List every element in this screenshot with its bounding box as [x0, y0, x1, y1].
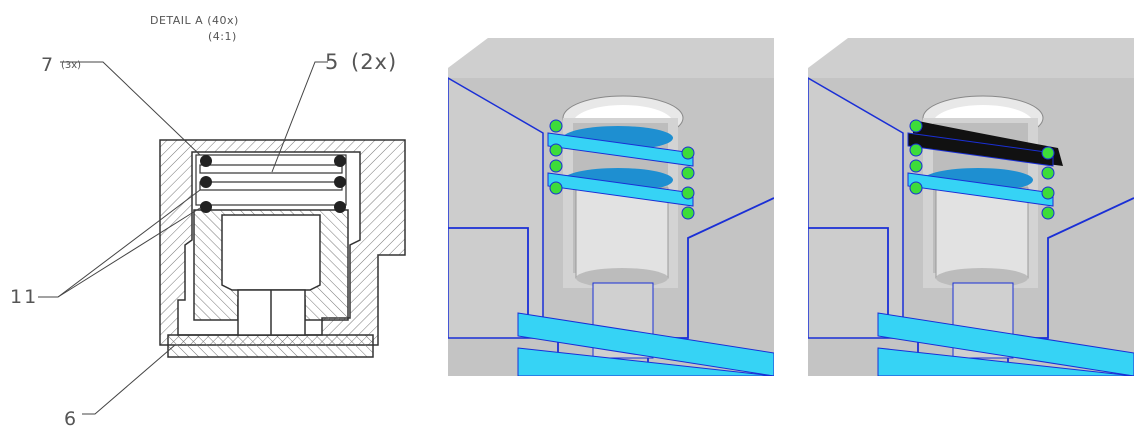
callout-6: 6 [64, 408, 77, 430]
o-ring [200, 201, 212, 213]
o-ring [334, 201, 346, 213]
render-cutaway-after [808, 38, 1134, 376]
bore [221, 214, 321, 291]
leader-11b [57, 207, 201, 298]
detail-drawing: DETAIL A (40x) (4:1) 7 (3x) 5 (2x) 11 6 [0, 0, 440, 430]
callout-5-qty: (2x) [351, 50, 398, 74]
spacer-bar [199, 181, 343, 191]
detail-scale: (4:1) [208, 30, 237, 43]
section-drawing-svg [38, 61, 406, 415]
spacer-bar [199, 164, 343, 174]
base-plate [167, 334, 374, 358]
o-ring [200, 176, 212, 188]
detail-title: DETAIL A (40x) [150, 14, 239, 27]
leader-5 [271, 61, 328, 173]
o-ring [334, 176, 346, 188]
o-ring [334, 155, 346, 167]
render-cutaway-before [448, 38, 774, 376]
callout-7: 7 [41, 54, 54, 76]
render-svg [448, 38, 774, 376]
leader-6 [82, 344, 176, 415]
render-svg [808, 38, 1134, 376]
o-ring [200, 155, 212, 167]
callout-7-qty: (3x) [61, 60, 82, 71]
callout-5: 5 [325, 50, 339, 74]
leader-7 [60, 61, 201, 156]
callout-11: 11 [10, 286, 39, 308]
